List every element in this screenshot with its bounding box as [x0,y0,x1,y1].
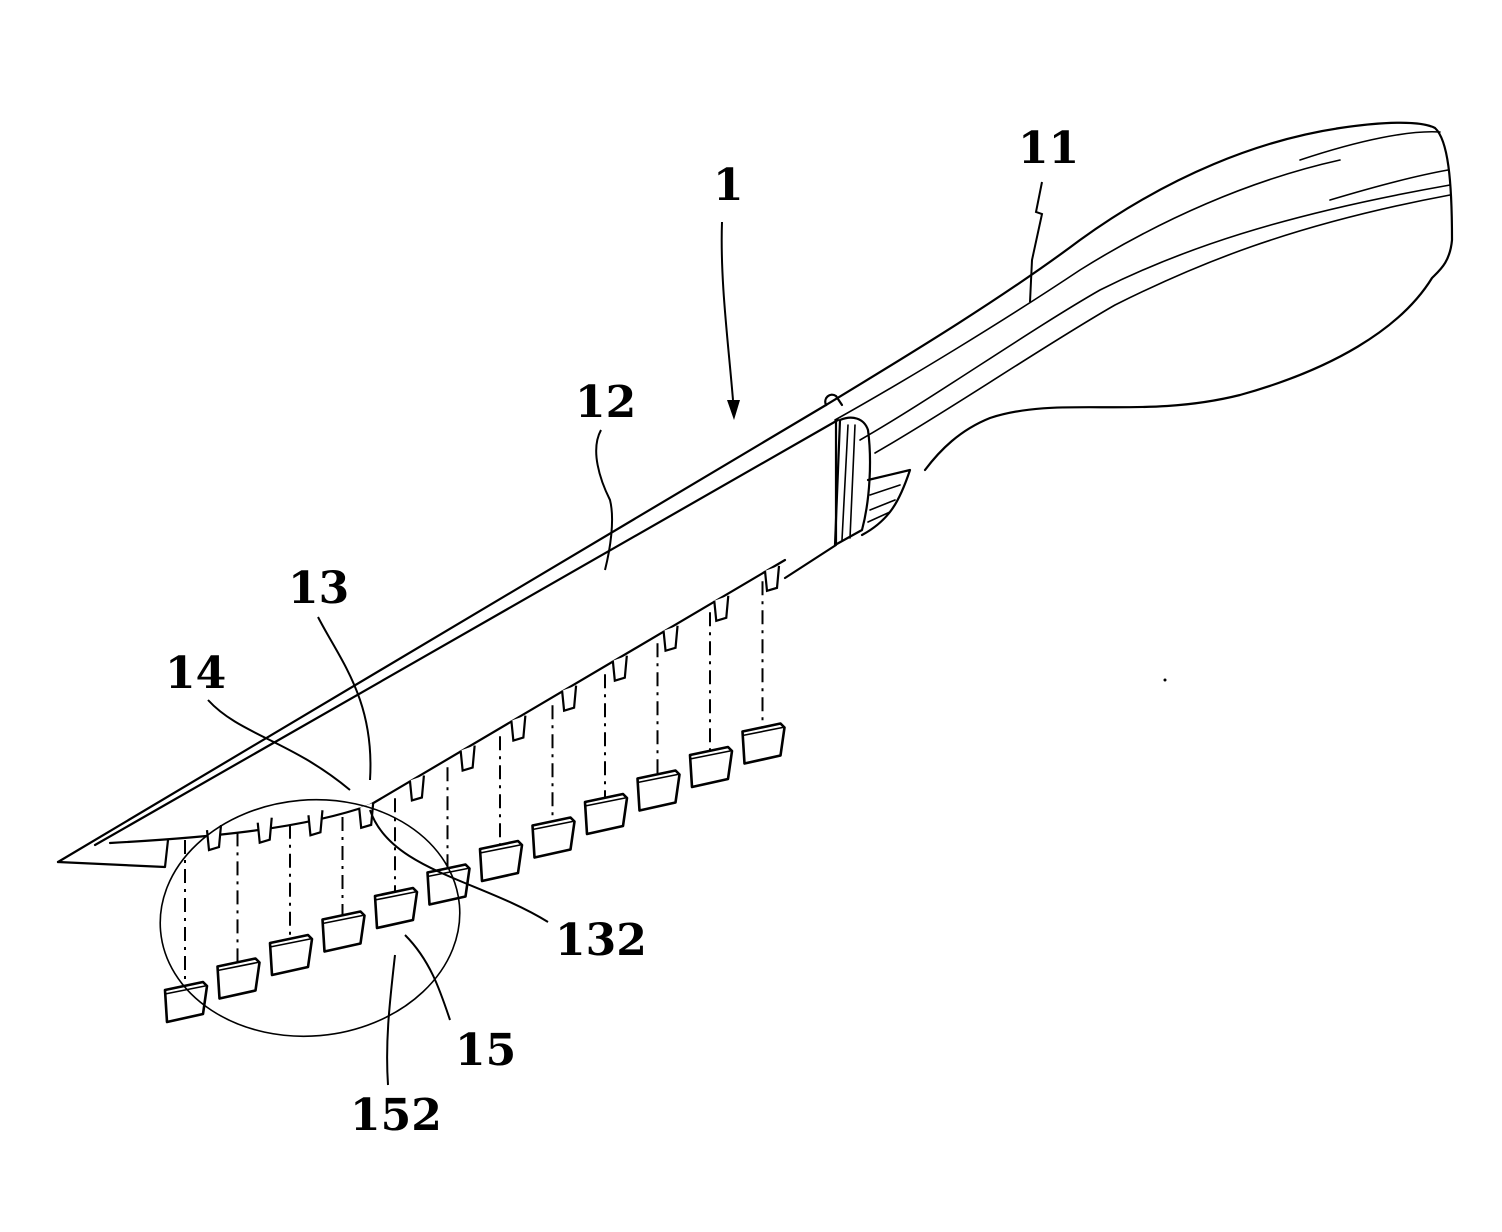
notch [713,595,730,623]
insert-piece [216,957,261,1000]
insert-piece [478,839,524,883]
insert-top-edge [479,844,521,854]
notch [256,817,273,845]
leader-handle [1029,181,1044,303]
notch [205,824,223,852]
label-notch: 13 [288,563,349,614]
label-knife: 1 [713,160,744,211]
insert-top-edge [689,750,731,760]
insert-piece [583,792,629,836]
insert-top-edge [636,773,679,784]
blade-notches [205,565,781,852]
insert-piece [531,816,576,859]
blade-inserts [163,722,786,1024]
insert-top-edge [741,726,784,737]
label-cutting-edge: 14 [165,648,226,699]
handle [824,121,1454,547]
notch [307,810,324,837]
label-notch-part: 132 [555,915,647,966]
detail-circle [159,798,461,1038]
leader-notch [317,616,372,781]
insert-top-edge [164,985,206,995]
insert-piece [636,769,681,812]
notch [763,565,781,593]
notch [510,715,527,743]
leader-edge [207,699,351,791]
blade [56,403,840,869]
label-handle: 11 [1018,123,1079,174]
insert-piece [373,886,419,930]
notch [408,775,426,802]
insert-top-edge [269,938,311,948]
insert-top-edge [321,914,364,925]
notch [459,745,476,772]
insert-piece [321,910,366,953]
insert-top-edge [531,820,574,831]
arrow-head [727,400,740,420]
insert-piece [688,745,734,789]
insert-top-edge [216,961,259,972]
leader-knife [720,221,734,401]
label-insert-part: 152 [350,1090,442,1141]
leader-insert-part [386,954,396,1086]
speck [1163,678,1167,682]
leader-insert [404,934,451,1021]
insert-top-edge [426,867,469,878]
leader-notch-part [369,809,549,923]
label-blade: 12 [575,377,636,428]
insert-piece [426,863,471,906]
insert-piece [741,722,786,765]
notch [560,685,578,713]
insert-top-edge [584,797,626,807]
label-insert: 15 [455,1025,516,1076]
insert-top-edge [374,891,416,901]
notch [662,625,679,653]
notch [611,655,628,683]
leader-blade [595,429,614,571]
alignment-lines [184,581,764,986]
insert-piece [268,933,314,977]
